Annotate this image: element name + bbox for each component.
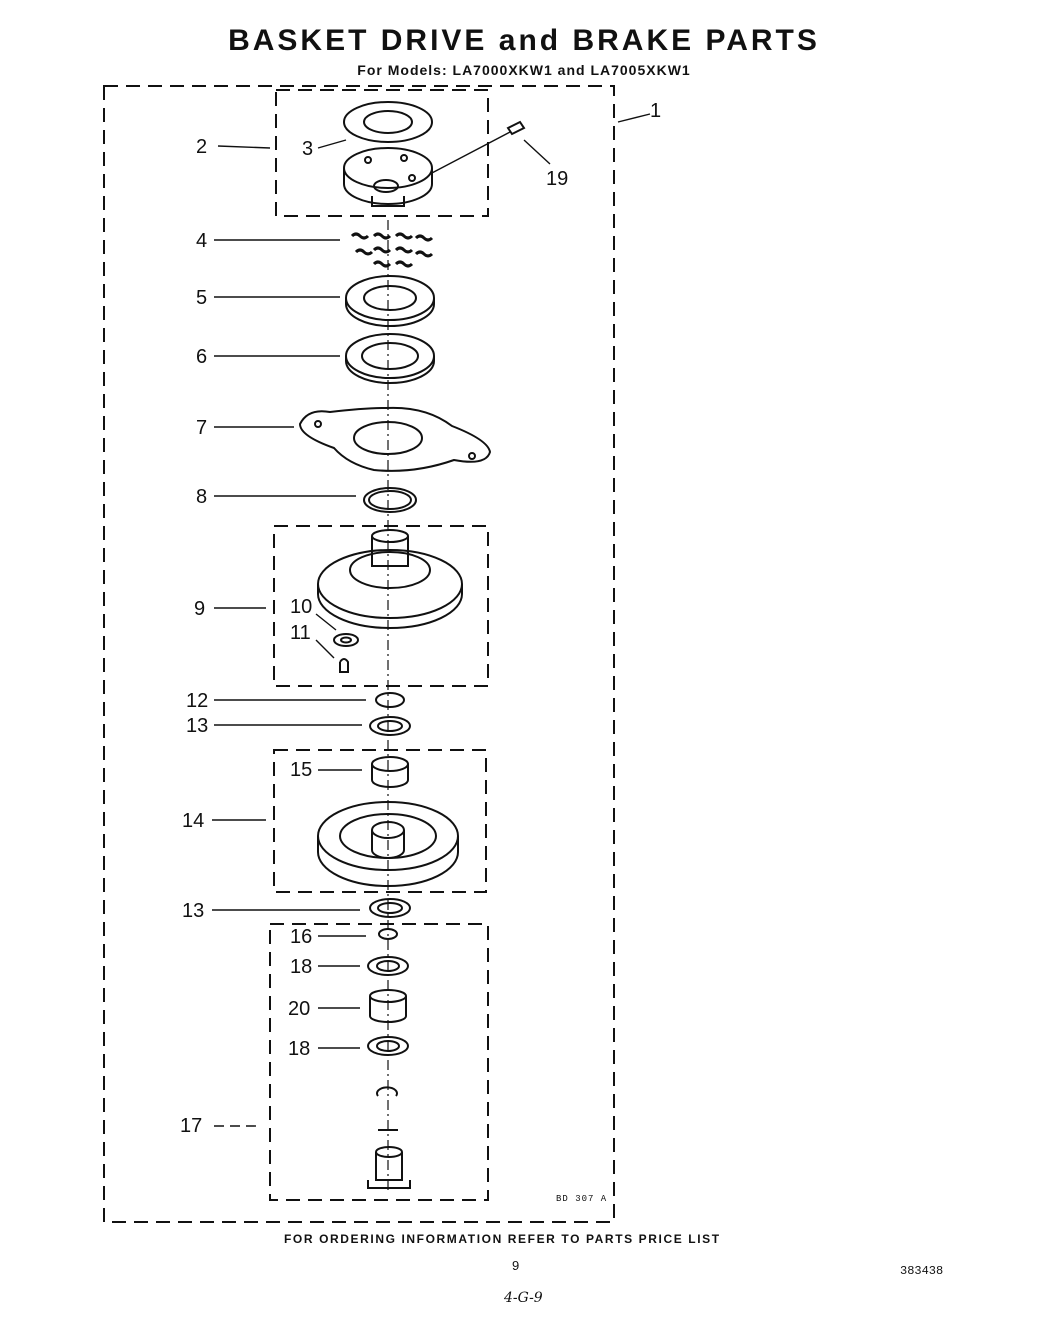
callout-17: 17 [180,1115,203,1137]
callout-13-lower: 13 [182,900,205,922]
ordering-note: FOR ORDERING INFORMATION REFER TO PARTS … [284,1232,721,1246]
figure-code: BD 307 A [556,1194,608,1204]
callout-2: 2 [196,136,208,158]
document-number: 383438 [900,1264,944,1278]
callout-10: 10 [290,596,313,618]
handwritten-mark: 4-G-9 [504,1290,543,1306]
callout-12: 12 [186,690,209,712]
page-number: 9 [512,1258,520,1273]
callout-3: 3 [302,138,314,160]
callout-6: 6 [196,346,208,368]
page-title: BASKET DRIVE and BRAKE PARTS [228,24,820,57]
callout-18-upper: 18 [290,956,313,978]
callout-11: 11 [290,622,311,644]
callout-8: 8 [196,486,208,508]
subassembly-box-17 [269,923,489,1201]
callout-14: 14 [182,810,205,832]
callout-20: 20 [288,998,311,1020]
callout-7: 7 [196,417,208,439]
subassembly-box-2 [275,89,489,217]
subassembly-box-9 [273,525,489,687]
models-subtitle: For Models: LA7000XKW1 and LA7005XKW1 [357,62,691,78]
callout-5: 5 [196,287,208,309]
callout-13-upper: 13 [186,715,209,737]
callout-4: 4 [196,230,208,252]
assembly-outline [103,85,615,1223]
callout-9: 9 [194,598,206,620]
callout-15: 15 [290,759,313,781]
callout-19: 19 [546,168,569,190]
callout-16: 16 [290,926,313,948]
callout-18-lower: 18 [288,1038,311,1060]
callout-1: 1 [650,100,662,122]
